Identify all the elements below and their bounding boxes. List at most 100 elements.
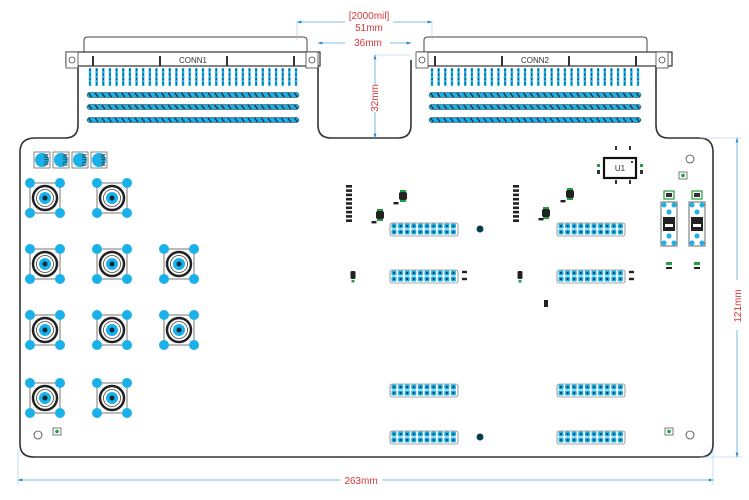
connector-pin [221, 68, 225, 86]
bnc-mount-pad [55, 340, 65, 350]
connector-pin [215, 68, 218, 86]
bnc-mount-pad [122, 310, 132, 320]
pin-header [556, 222, 626, 237]
connector-pin [268, 68, 271, 86]
smd-resistor-small [629, 277, 634, 281]
bnc-mount-pad [189, 244, 199, 254]
bnc-mount-pad [92, 310, 102, 320]
connector-pin [610, 68, 613, 86]
bnc-mount-pad [92, 340, 102, 350]
switch-pad [694, 209, 700, 215]
switch-pad [666, 233, 672, 239]
bnc-mount-pad [159, 244, 169, 254]
smd-led [350, 271, 356, 283]
connector-pin [95, 68, 98, 86]
connector-pin [201, 68, 205, 86]
bnc-mount-pad [122, 274, 132, 284]
connector-pin [517, 68, 520, 86]
pin-row [428, 92, 642, 98]
connector-pin [503, 68, 507, 86]
connector-pin [148, 68, 152, 86]
smd-resistor [513, 210, 519, 214]
bnc-mount-pad [25, 378, 35, 388]
switch-pad [689, 202, 695, 208]
dim-span-mil: [2000mil] [349, 11, 390, 22]
smd-resistor [346, 193, 352, 197]
smd-capacitor [560, 200, 566, 203]
connector-pin [523, 68, 527, 86]
connector-pin [115, 68, 118, 86]
corner-hole-tr [685, 154, 695, 164]
smd-diode [544, 300, 548, 307]
connector-pin [510, 68, 513, 86]
switch [688, 190, 706, 269]
smd-resistor [346, 210, 352, 214]
mounting-hole-mh1: MH1 [33, 151, 51, 169]
corner-hole-br [685, 430, 695, 440]
switch-pad [661, 202, 667, 208]
connector-pin [228, 68, 231, 86]
bnc-mount-pad [159, 340, 169, 350]
smd-resistor [346, 189, 352, 192]
bnc-mount-pad [92, 208, 102, 218]
smd-resistor [346, 202, 352, 205]
switch-pad [671, 202, 677, 208]
bnc-connector [92, 378, 132, 418]
smd-resistor [346, 215, 352, 218]
smd-led [517, 271, 523, 283]
connector-pin [616, 68, 620, 86]
connector-pin [530, 68, 533, 86]
pin-header [556, 430, 626, 445]
connector-pin [450, 68, 454, 86]
smd-transistor [542, 207, 550, 219]
smd-resistor-small [629, 270, 634, 274]
bnc-mount-pad [122, 340, 132, 350]
dim-span-mm: 51mm [355, 23, 383, 34]
smd-resistor-small [462, 270, 467, 274]
dimension-board-width: 263mm [17, 450, 714, 487]
connector-pin [430, 68, 434, 86]
switch-pad [671, 240, 677, 246]
u1-label: U1 [615, 164, 626, 173]
test-point-bl [52, 427, 62, 436]
connector-pin [563, 68, 567, 86]
smd-resistor-small [462, 277, 467, 281]
connector-pin [288, 68, 291, 86]
bnc-mount-pad [92, 244, 102, 254]
connector-pin [108, 68, 112, 86]
ic-u1: U1 [597, 146, 643, 184]
bnc-mount-pad [55, 274, 65, 284]
dimension-board-height: 121mm [700, 137, 744, 458]
bnc-mount-pad [92, 274, 102, 284]
connector-pin [636, 68, 640, 86]
conn1-label: CONN1 [179, 56, 208, 65]
bnc-connectors [25, 178, 199, 418]
bnc-mount-pad [189, 274, 199, 284]
connector-pin [234, 68, 238, 86]
connector-pin [88, 68, 92, 86]
connector-pin [195, 68, 198, 86]
smd-transistor [376, 209, 384, 221]
connector-pin [596, 68, 600, 86]
smd-resistor [513, 215, 519, 218]
pin-header [556, 269, 626, 284]
connector-pin [537, 68, 540, 86]
bnc-mount-pad [25, 310, 35, 320]
pin-header [389, 430, 459, 445]
connector-pin [570, 68, 573, 86]
connector-pin [261, 68, 264, 86]
connector-pin [623, 68, 626, 86]
mounting-hole-mh2: MH2 [52, 151, 70, 169]
connector-pin [248, 68, 251, 86]
smd-resistor [346, 206, 352, 210]
board-outline [19, 60, 714, 458]
bnc-connector [159, 244, 199, 284]
smd-transistor [399, 190, 407, 202]
connector-pin [437, 68, 440, 86]
pin-row [428, 117, 642, 123]
connector-pin [161, 68, 165, 86]
mounting-hole-mh4: MH4 [90, 151, 108, 169]
smd-transistor [566, 188, 574, 200]
test-point-tr [678, 171, 688, 180]
